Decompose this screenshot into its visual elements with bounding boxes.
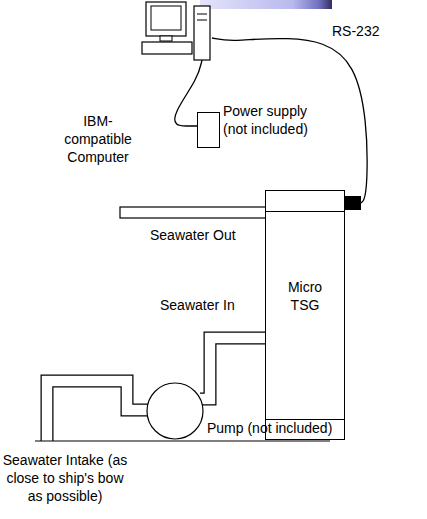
power-supply-outline xyxy=(197,112,220,148)
node-label: Power supply (not included) xyxy=(223,102,317,138)
node-label: IBM-compatible Computer xyxy=(50,112,146,167)
cable xyxy=(212,38,367,203)
intake-label: Seawater Intake (as close to ship's bow … xyxy=(2,451,128,506)
micro-tsg-node: Micro TSG xyxy=(265,190,345,440)
power-supply-node: Power supply (not included) xyxy=(195,100,325,150)
housing-band xyxy=(266,419,344,420)
connector-label: Seawater In xyxy=(160,296,235,314)
housing-band xyxy=(266,211,344,212)
pipe-label: Seawater Out xyxy=(150,226,260,244)
outlet-pipe xyxy=(120,207,266,218)
pump-icon xyxy=(145,382,205,440)
inlet-pipe xyxy=(200,338,267,399)
computer-outline xyxy=(140,0,212,64)
connector-label: RS-232 xyxy=(332,22,379,40)
intake-pipe-bore xyxy=(47,381,149,442)
computer-icon xyxy=(140,0,212,64)
pump-node: Pump (not included) xyxy=(145,382,341,442)
node-label: Pump (not included) xyxy=(207,419,339,437)
waterline xyxy=(35,440,330,441)
computer-node: IBM-compatible Computer xyxy=(50,0,215,169)
micro-tsg-outline xyxy=(265,190,345,440)
node-label: Micro TSG xyxy=(282,278,328,314)
header-bar xyxy=(200,0,332,9)
pump-outline xyxy=(145,382,205,440)
intake-pipe xyxy=(47,381,148,441)
connector-block xyxy=(345,196,361,210)
